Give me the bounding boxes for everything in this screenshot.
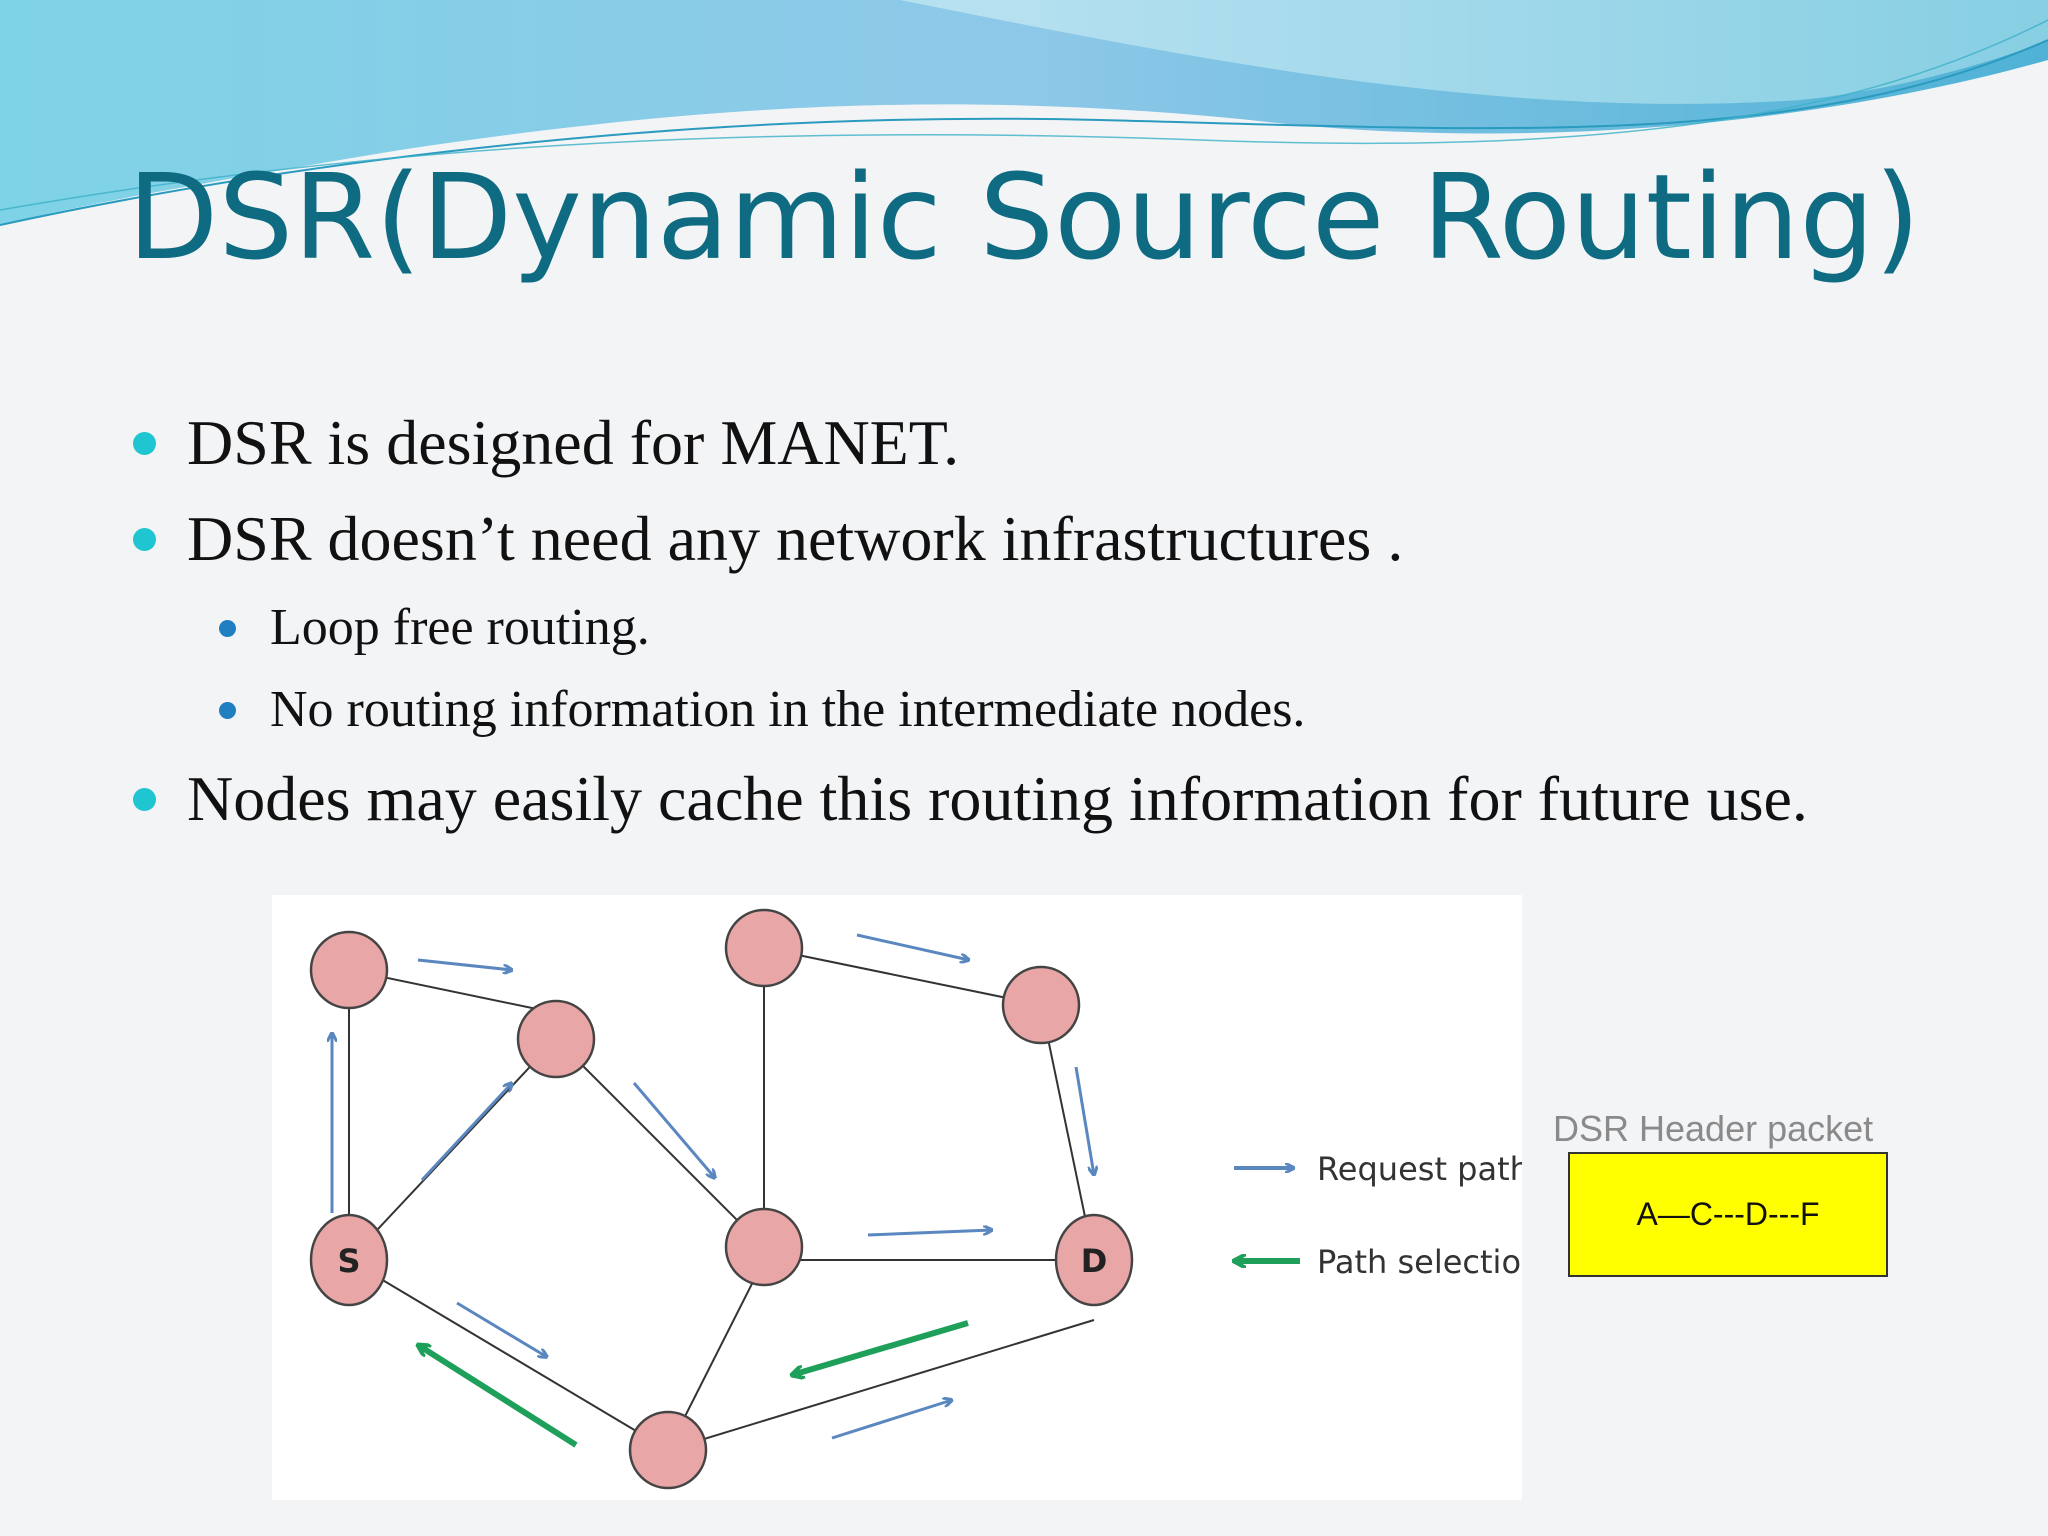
request-arrows xyxy=(332,933,1094,1440)
legend: Request path Path selection xyxy=(1234,1150,1522,1281)
path-selection-arrow xyxy=(792,1320,969,1375)
destination-node xyxy=(1054,1213,1134,1307)
network-node xyxy=(724,908,804,988)
bullet-dot-icon xyxy=(133,788,156,811)
sub-bullet-item: Loop free routing. xyxy=(125,587,1808,669)
bullet-item: Nodes may easily cache this routing info… xyxy=(125,751,1808,847)
request-arrow xyxy=(856,933,969,960)
source-node xyxy=(309,1213,389,1307)
sub-bullet-text: No routing information in the intermedia… xyxy=(270,681,1306,738)
link xyxy=(763,947,1042,1006)
decorative-wave-banner xyxy=(0,0,2048,226)
path-selection-arrow xyxy=(418,1345,578,1448)
request-arrow xyxy=(456,1301,547,1357)
path-selection-arrows xyxy=(418,1320,969,1448)
link xyxy=(348,1259,669,1451)
bullet-dot-icon xyxy=(133,528,156,551)
network-node xyxy=(1001,965,1081,1045)
sub-bullet-dot-icon xyxy=(219,702,236,719)
bullet-text: Nodes may easily cache this routing info… xyxy=(187,763,1808,834)
path-selection-legend-label: Path selection xyxy=(1317,1243,1522,1281)
bullet-item: DSR doesn’t need any network infrastruct… xyxy=(125,491,1808,587)
request-arrow xyxy=(417,958,512,970)
request-arrow xyxy=(831,1400,952,1440)
network-node xyxy=(724,1207,804,1287)
network-node xyxy=(628,1410,708,1490)
request-arrow xyxy=(420,1083,512,1182)
request-arrow xyxy=(1074,1066,1094,1175)
header-packet-box: A—C---D---F xyxy=(1568,1152,1888,1277)
dsr-network-diagram: S D Request path Path selection xyxy=(272,895,1522,1500)
slide-title: DSR(Dynamic Source Routing) xyxy=(127,148,1921,286)
bullet-text: DSR is designed for MANET. xyxy=(187,407,960,478)
request-path-legend-label: Request path xyxy=(1317,1150,1522,1188)
diagram-background xyxy=(272,895,1522,1500)
link xyxy=(667,1319,1095,1451)
header-packet-label: DSR Header packet xyxy=(1553,1108,1874,1149)
sub-bullet-item: No routing information in the intermedia… xyxy=(125,669,1808,751)
source-node-label: S xyxy=(337,1242,360,1280)
sub-bullet-dot-icon xyxy=(219,620,236,637)
header-packet-route: A—C---D---F xyxy=(1636,1196,1820,1232)
network-node xyxy=(516,999,596,1079)
link xyxy=(348,1038,557,1261)
bullet-list: DSR is designed for MANET. DSR doesn’t n… xyxy=(125,395,1808,847)
link xyxy=(555,1038,765,1248)
request-arrow xyxy=(632,1082,715,1178)
bullet-dot-icon xyxy=(133,432,156,455)
bullet-text: DSR doesn’t need any network infrastruct… xyxy=(187,503,1404,574)
sub-bullet-text: Loop free routing. xyxy=(270,599,650,656)
network-nodes xyxy=(309,908,1134,1490)
bullet-item: DSR is designed for MANET. xyxy=(125,395,1808,491)
request-arrow xyxy=(867,1230,992,1237)
destination-node-label: D xyxy=(1081,1242,1108,1280)
network-node xyxy=(309,930,389,1010)
